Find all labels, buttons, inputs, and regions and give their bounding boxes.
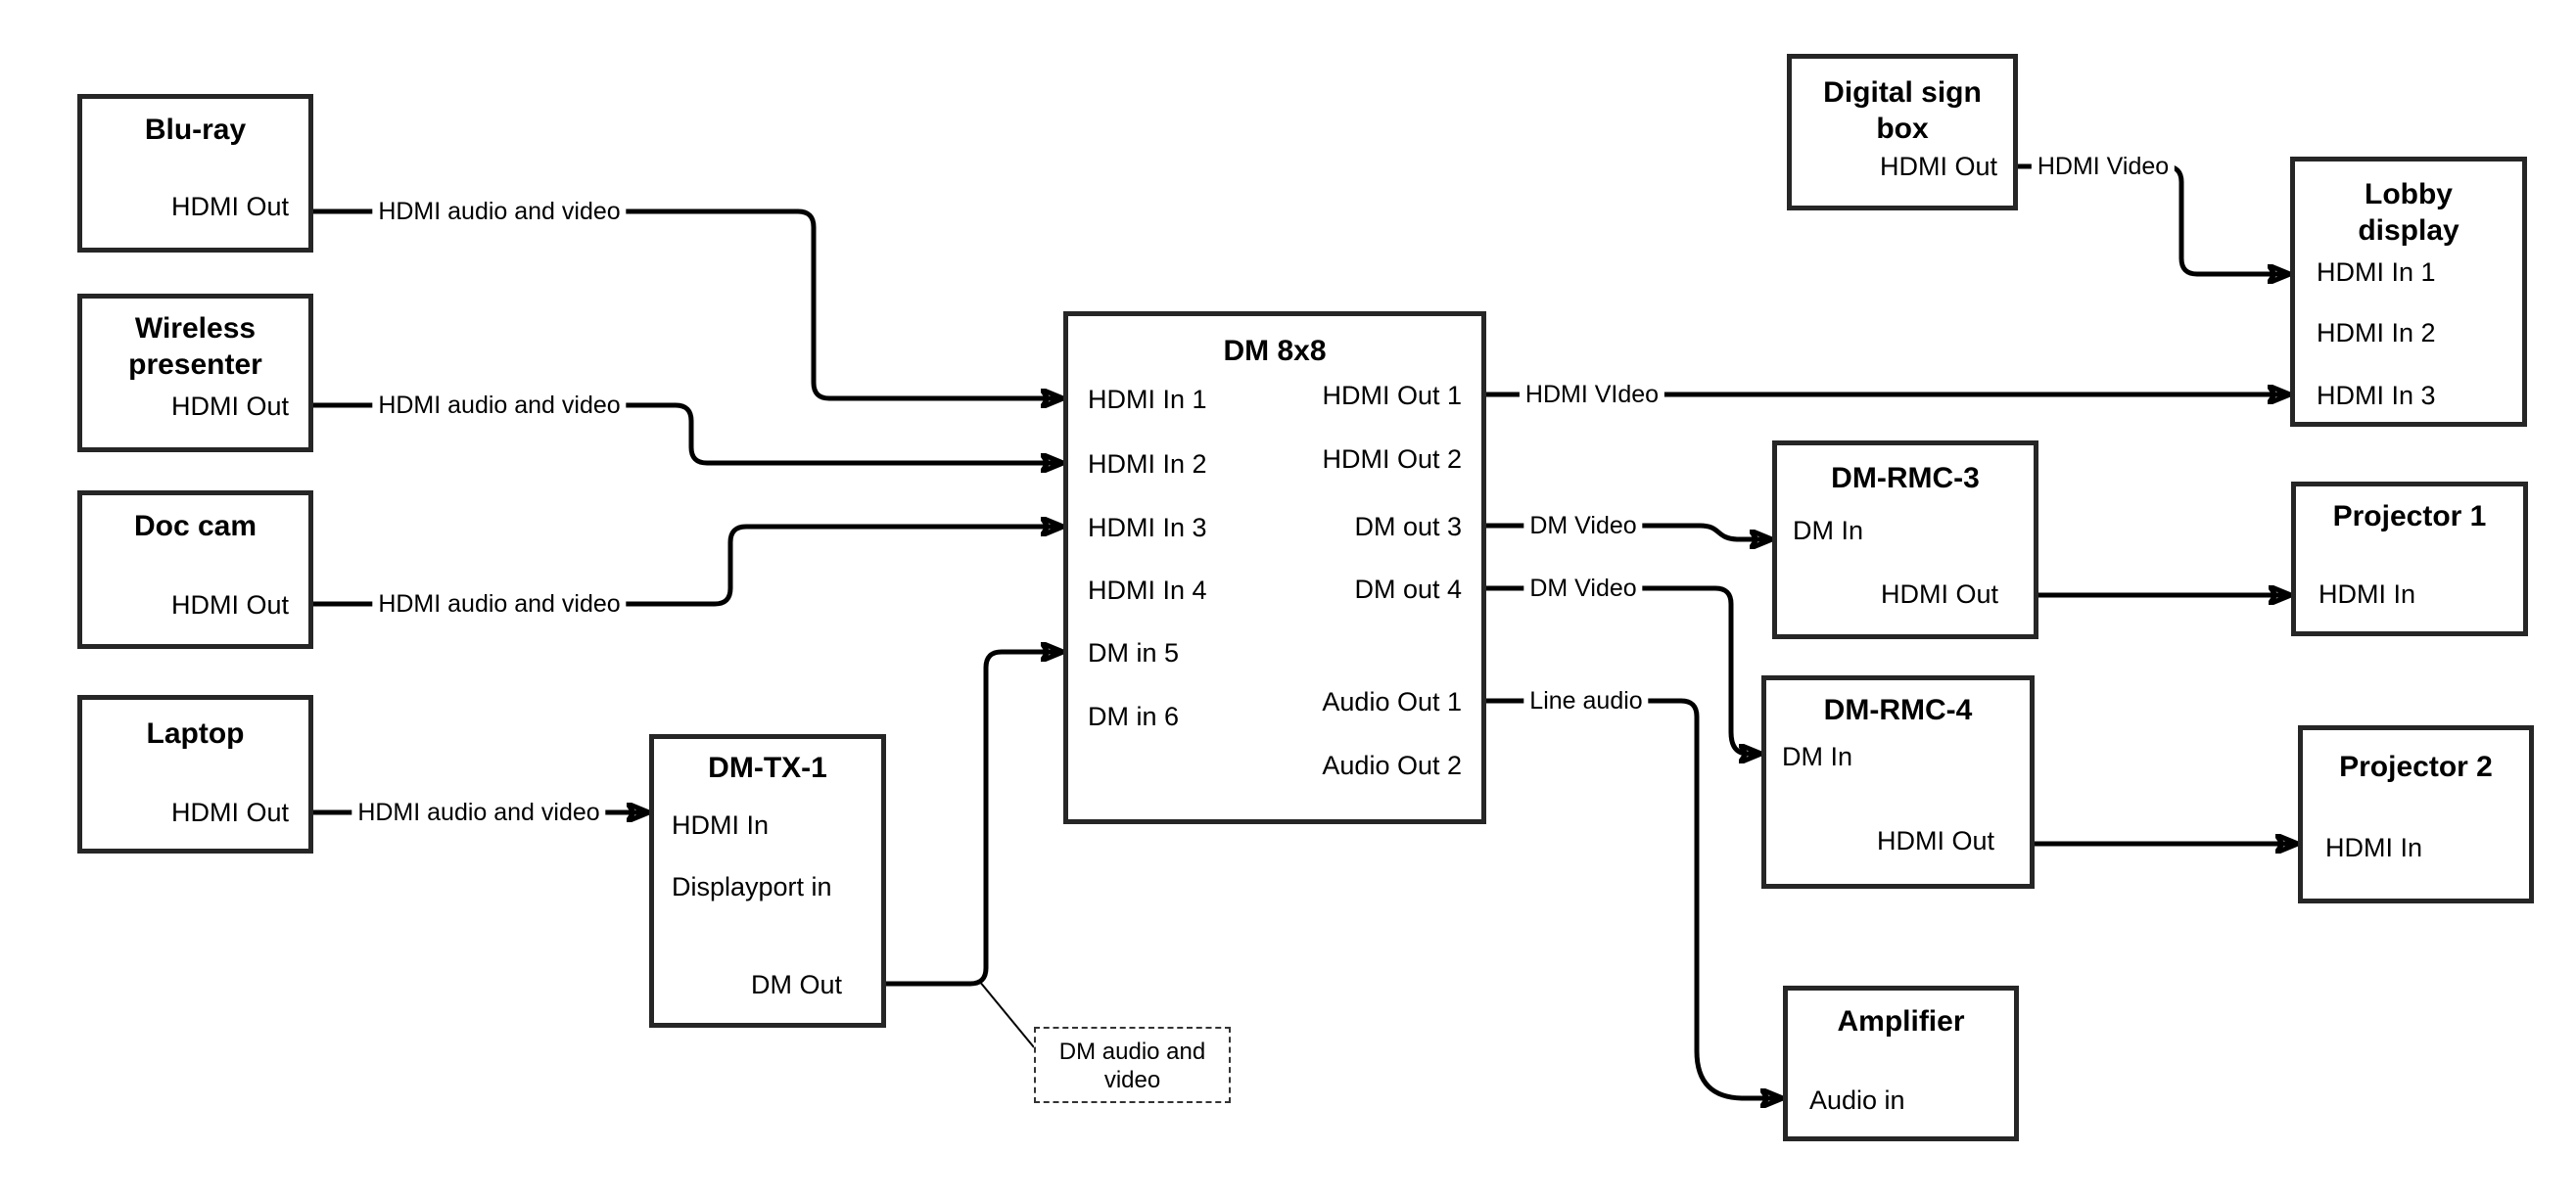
port-hdmi-in: HDMI In (2325, 833, 2423, 862)
note-line2: video (1103, 1067, 1161, 1093)
port-hdmi-in-2: HDMI In 2 (2317, 318, 2436, 347)
port-audio-out-1: Audio Out 1 (1322, 687, 1462, 716)
port-hdmi-out: HDMI Out (170, 798, 289, 827)
note-dm-audio-and-video: DM audio and video (1034, 1027, 1231, 1103)
node-projector-1: Projector 1 HDMI In (2291, 482, 2528, 636)
node-dm-8x8: DM 8x8 HDMI In 1 HDMI In 2 HDMI In 3 HDM… (1063, 311, 1486, 824)
port-hdmi-in-1: HDMI In 1 (2317, 257, 2436, 287)
node-doc-cam: Doc cam HDMI Out (77, 490, 313, 649)
edge-label-hdmi-av-2: HDMI audio and video (372, 390, 627, 421)
port-dm-in: DM In (1782, 742, 1853, 771)
port-audio-out-2: Audio Out 2 (1322, 751, 1462, 780)
edge-label-hdmi-video: HDMI Video (2031, 151, 2176, 182)
port-hdmi-out-2: HDMI Out 2 (1322, 444, 1462, 474)
port-dm-in: DM In (1793, 516, 1864, 545)
node-dm-rmc-4: DM-RMC-4 DM In HDMI Out (1761, 675, 2035, 889)
edge-signbox-to-lobby-in1 (2018, 163, 2290, 274)
node-title-line1: Lobby (2365, 178, 2453, 210)
note-line1: DM audio and (1058, 1039, 1206, 1065)
port-hdmi-in-4: HDMI In 4 (1088, 576, 1207, 605)
node-title: Laptop (146, 717, 245, 750)
port-hdmi-in-1: HDMI In 1 (1088, 385, 1207, 414)
port-hdmi-in: HDMI In (672, 810, 770, 840)
node-title-line1: Wireless (134, 312, 257, 345)
port-hdmi-in-3: HDMI In 3 (1088, 513, 1207, 542)
edge-label-hdmi-av-4: HDMI audio and video (351, 797, 606, 828)
port-hdmi-out: HDMI Out (1876, 826, 1994, 855)
port-dm-in-5: DM in 5 (1088, 638, 1180, 668)
node-amplifier: Amplifier Audio in (1783, 986, 2019, 1141)
edge-dm8x8-aout1-to-amp (1486, 698, 1783, 1098)
edge-label-line-audio: Line audio (1523, 685, 1649, 716)
node-title-line2: display (2358, 214, 2459, 247)
edge-label-hdmi-av-3: HDMI audio and video (372, 588, 627, 620)
edge-dm8x8-out3-to-rmc3 (1486, 523, 1772, 539)
port-audio-in: Audio in (1809, 1086, 1905, 1115)
node-title: Doc cam (133, 510, 258, 542)
port-dm-out-4: DM out 4 (1354, 575, 1462, 604)
port-hdmi-out-1: HDMI Out 1 (1322, 381, 1462, 410)
node-lobby-display: Lobby display HDMI In 1 HDMI In 2 HDMI I… (2290, 157, 2527, 427)
node-title: DM-RMC-3 (1831, 462, 1980, 494)
port-hdmi-in-2: HDMI In 2 (1088, 449, 1207, 479)
node-bluray: Blu-ray HDMI Out (77, 94, 313, 253)
port-displayport-in: Displayport in (672, 872, 832, 901)
port-hdmi-out: HDMI Out (170, 590, 289, 620)
node-title: Amplifier (1837, 1005, 1965, 1038)
port-hdmi-out: HDMI Out (1880, 579, 1998, 609)
port-dm-out-3: DM out 3 (1354, 512, 1462, 541)
port-hdmi-out: HDMI Out (1879, 152, 1997, 181)
edge-label-dm-video-1: DM Video (1523, 510, 1643, 541)
edge-label-hdmi-av-1: HDMI audio and video (372, 196, 627, 227)
node-title: Projector 1 (2332, 500, 2487, 532)
node-title-line2: box (1876, 113, 1929, 145)
port-dm-out: DM Out (750, 970, 842, 999)
edge-label-hdmi-video-caps: HDMI VIdeo (1519, 379, 1665, 410)
edge-wireless-to-dm8x8-in2 (313, 402, 1063, 463)
port-hdmi-out: HDMI Out (170, 192, 289, 221)
node-laptop: Laptop HDMI Out (77, 695, 313, 854)
edge-doccam-to-dm8x8-in3 (313, 527, 1063, 607)
node-title: DM 8x8 (1223, 335, 1327, 367)
port-hdmi-in-3: HDMI In 3 (2317, 381, 2436, 410)
edge-bluray-to-dm8x8-in1 (313, 208, 1063, 398)
node-title: DM-TX-1 (708, 752, 827, 784)
port-hdmi-in: HDMI In (2318, 579, 2416, 609)
node-title-line2: presenter (128, 348, 262, 381)
edge-dmtx-dmout-to-dm8x8-in5 (886, 652, 1063, 987)
node-projector-2: Projector 2 HDMI In (2298, 725, 2534, 903)
edge-label-dm-video-2: DM Video (1523, 573, 1643, 604)
node-dm-rmc-3: DM-RMC-3 DM In HDMI Out (1772, 440, 2038, 639)
note-callout-line (978, 980, 1035, 1048)
edge-dm8x8-out4-to-rmc4 (1486, 585, 1761, 754)
node-digital-sign-box: Digital sign box HDMI Out (1787, 54, 2018, 210)
node-title: Projector 2 (2339, 751, 2493, 783)
node-title: DM-RMC-4 (1823, 694, 1973, 726)
port-dm-in-6: DM in 6 (1088, 702, 1180, 731)
node-wireless-presenter: Wireless presenter HDMI Out (77, 294, 313, 452)
node-title: Blu-ray (144, 114, 247, 146)
node-title-line1: Digital sign (1823, 76, 1982, 109)
port-hdmi-out: HDMI Out (170, 392, 289, 421)
node-dm-tx-1: DM-TX-1 HDMI In Displayport in DM Out (649, 734, 886, 1028)
